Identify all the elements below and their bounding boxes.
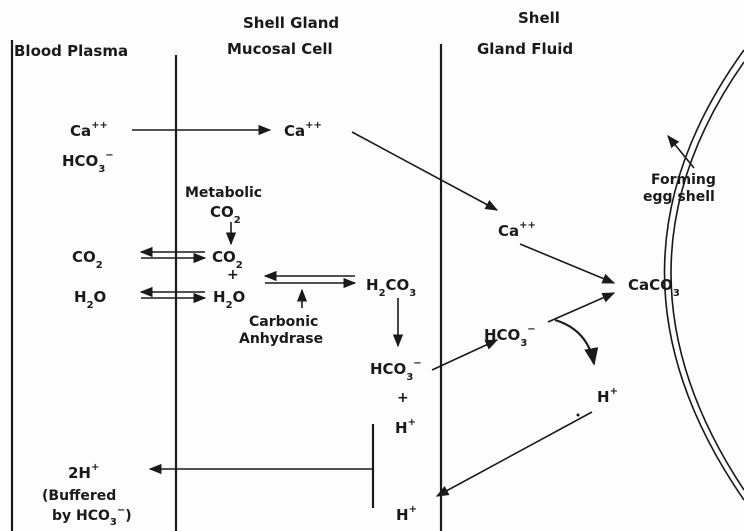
arrow-hco3-releases-h: [554, 318, 599, 366]
header-mucosal-line2: Mucosal Cell: [227, 40, 333, 58]
h-mucosal: H+: [395, 417, 416, 437]
carbonic-label: Carbonic: [249, 314, 318, 330]
h2co3: H2CO3: [366, 276, 416, 299]
buffered-label: (Buffered: [42, 488, 116, 504]
forming-label: Forming: [651, 172, 716, 188]
arrow-h-fluid-to-mucosal: [435, 411, 593, 497]
header-fluid-line2: Gland Fluid: [477, 40, 573, 58]
arrow-ca-mucosal-to-fluid: [351, 131, 499, 211]
egg-shell-label: egg shell: [643, 189, 715, 205]
hco3-plasma: HCO3−: [62, 150, 114, 175]
co2-plasma: CO2: [72, 248, 103, 271]
by-hco3-label: by HCO3−): [52, 505, 132, 528]
two-h-plasma: 2H+: [68, 462, 99, 482]
hco3-fluid: HCO3−: [484, 324, 536, 349]
egg-shell-inner-arc: [670, 61, 744, 491]
plus-hco3-h: +: [397, 390, 409, 406]
ca-mucosal: Ca++: [284, 120, 322, 140]
arrow-hco3-mucosal-to-fluid: [431, 339, 499, 371]
hco3-mucosal: HCO3−: [370, 358, 422, 383]
arrow-ca-to-caco3: [519, 243, 616, 284]
arrow-hco3-to-caco3: [547, 292, 616, 323]
h-fluid: H+: [597, 386, 618, 406]
ca-fluid: Ca++: [498, 220, 536, 240]
anhydrase-label: Anhydrase: [239, 331, 323, 347]
stray-dot: [576, 413, 580, 417]
header-fluid-line1: Shell: [518, 9, 560, 27]
h2o-plasma: H2O: [74, 288, 106, 311]
metabolic-label: Metabolic: [185, 185, 262, 201]
egg-shell-outer-arc: [663, 49, 744, 501]
h2o-mucosal: H2O: [213, 288, 245, 311]
plus-co2-h2o: +: [227, 267, 239, 283]
header-blood-plasma: Blood Plasma: [14, 42, 128, 60]
co2-metabolic: CO2: [210, 203, 241, 226]
h-bottom: H+: [396, 504, 417, 524]
arrow-forming-shell: [667, 135, 695, 169]
co2-mucosal: CO2: [212, 248, 243, 271]
ca-plasma: Ca++: [70, 120, 108, 140]
caco3: CaCO3: [628, 276, 680, 299]
header-mucosal-line1: Shell Gland: [243, 14, 339, 32]
